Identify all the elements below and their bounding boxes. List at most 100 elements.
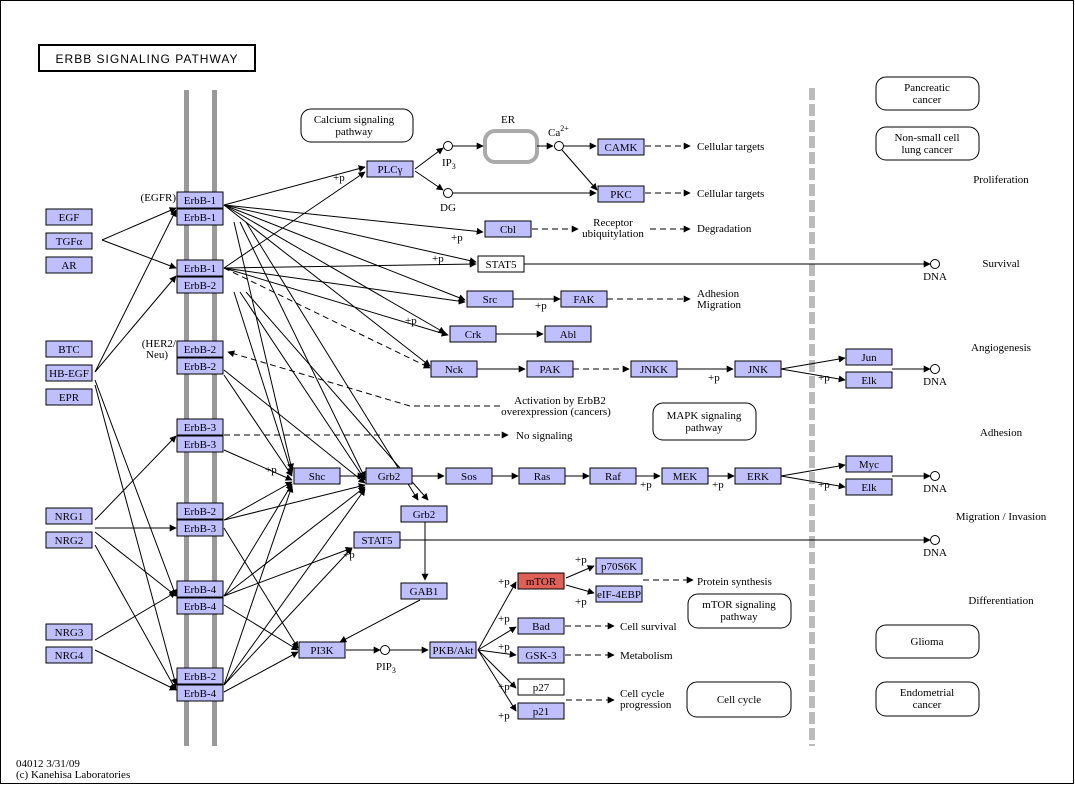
- gene-box-p21[interactable]: [517, 702, 565, 720]
- gene-box-raf[interactable]: [589, 467, 637, 485]
- edge: [233, 291, 294, 475]
- receptor-box[interactable]: [176, 418, 224, 436]
- edge: [223, 651, 299, 693]
- gene-box-hbegf[interactable]: [45, 364, 93, 382]
- phospho-label: +p: [432, 253, 444, 265]
- phospho-label: +p: [451, 232, 463, 244]
- link-endometrial-cancer[interactable]: [875, 681, 980, 717]
- migration-label: Migration: [697, 299, 741, 311]
- gene-box-cbl[interactable]: [484, 220, 532, 238]
- ca-compound: [554, 141, 564, 151]
- gene-box-crk[interactable]: [449, 325, 497, 343]
- gene-box-tgfa[interactable]: [45, 232, 93, 250]
- gene-label: JNKK: [640, 364, 668, 376]
- gene-box-pkc[interactable]: [597, 185, 645, 203]
- edges: [94, 142, 931, 712]
- receptor-box[interactable]: [176, 502, 224, 520]
- gene-label: NRG1: [55, 511, 84, 523]
- gene-box-stat5[interactable]: [353, 531, 401, 549]
- link-calcium-pathway[interactable]: [300, 108, 414, 143]
- gene-box-ar[interactable]: [45, 256, 93, 274]
- gene-box-camk[interactable]: [597, 138, 645, 156]
- receptor-box[interactable]: [176, 684, 224, 702]
- link-mtor-pathway[interactable]: [687, 593, 792, 629]
- edge: [223, 267, 466, 305]
- link-pancreatic-cancer[interactable]: [875, 76, 980, 111]
- gene-label: Sos: [461, 471, 477, 483]
- gene-box-egf[interactable]: [45, 208, 93, 226]
- gene-box-elk[interactable]: [845, 478, 893, 496]
- link-label: Non-small cell: [894, 132, 959, 144]
- gene-box-jun[interactable]: [845, 348, 893, 366]
- gene-box-mek[interactable]: [661, 467, 709, 485]
- gene-box-nrg2[interactable]: [45, 531, 93, 549]
- link-label: Calcium signaling: [314, 114, 395, 126]
- edge: [94, 379, 178, 597]
- link-nsclc[interactable]: [875, 126, 980, 161]
- gene-box-grb2[interactable]: [365, 467, 413, 485]
- edge: [477, 649, 517, 689]
- gene-box-p27[interactable]: [517, 678, 565, 696]
- edge: [223, 267, 449, 337]
- gene-box-gab1[interactable]: [400, 582, 448, 600]
- link-mapk-pathway[interactable]: [652, 402, 757, 441]
- receptor-box[interactable]: [176, 580, 224, 598]
- gene-box-abl[interactable]: [544, 325, 592, 343]
- gene-box-nrg4[interactable]: [45, 646, 93, 664]
- phosphorylation-labels: +p +p +p +p +p +p +p +p +p +p +p +p +p +…: [265, 172, 830, 722]
- ip3-label: IP3: [442, 157, 456, 171]
- gene-box-erk[interactable]: [734, 467, 782, 485]
- link-label: Cell cycle: [717, 694, 761, 706]
- gene-box-nrg1[interactable]: [45, 507, 93, 525]
- gene-label: TGFα: [56, 236, 83, 248]
- gene-box-ras[interactable]: [518, 467, 566, 485]
- gene-box-plcg[interactable]: [366, 160, 414, 178]
- gene-box-mtor[interactable]: [517, 572, 565, 590]
- gene-box-stat5[interactable]: [477, 255, 525, 273]
- edge: [223, 547, 353, 686]
- receptor-box[interactable]: [176, 435, 224, 453]
- edge: [223, 486, 366, 597]
- gene-label: ERK: [747, 471, 769, 483]
- receptor-label: ErbB-2: [184, 344, 216, 356]
- gene-box-p70s6k[interactable]: [595, 557, 643, 575]
- phospho-label: +p: [265, 464, 277, 476]
- gene-box-myc[interactable]: [845, 455, 893, 473]
- gene-box-src[interactable]: [466, 290, 514, 308]
- gene-box-fak[interactable]: [560, 290, 608, 308]
- receptor-box[interactable]: [176, 259, 224, 277]
- gene-box-jnk[interactable]: [734, 360, 782, 378]
- receptor-box[interactable]: [176, 191, 224, 209]
- receptor-box[interactable]: [176, 208, 224, 226]
- gene-box-epr[interactable]: [45, 388, 93, 406]
- receptor-box[interactable]: [176, 667, 224, 685]
- gene-box-sos[interactable]: [445, 467, 493, 485]
- gene-box-grb2[interactable]: [400, 505, 448, 523]
- gene-label: MEK: [673, 471, 698, 483]
- gene-box-bad[interactable]: [517, 617, 565, 635]
- gene-box-btc[interactable]: [45, 340, 93, 358]
- gene-box-elk[interactable]: [845, 371, 893, 389]
- receptor-box[interactable]: [176, 340, 224, 358]
- gene-label: JNK: [748, 364, 768, 376]
- receptor-box[interactable]: [176, 519, 224, 537]
- link-glioma[interactable]: [875, 624, 980, 659]
- gene-box-pi3k[interactable]: [298, 641, 346, 659]
- receptor-box[interactable]: [176, 276, 224, 294]
- gene-box-gsk3[interactable]: [517, 646, 565, 664]
- er-compartment: [483, 129, 539, 164]
- link-cell-cycle[interactable]: [686, 681, 792, 718]
- gene-box-jnkk[interactable]: [630, 360, 678, 378]
- gene-box-nrg3[interactable]: [45, 623, 93, 641]
- gene-box-pak[interactable]: [526, 360, 574, 378]
- gene-box-eif4ebp[interactable]: [595, 585, 643, 603]
- phospho-label: +p: [333, 172, 345, 184]
- edge: [233, 221, 294, 471]
- edge: [780, 368, 846, 383]
- gene-box-pkbakt[interactable]: [429, 641, 477, 659]
- gene-box-shc[interactable]: [293, 467, 341, 485]
- gene-label: FAK: [573, 294, 594, 306]
- receptor-box[interactable]: [176, 597, 224, 615]
- gene-box-nck[interactable]: [430, 360, 478, 378]
- receptor-box[interactable]: [176, 357, 224, 375]
